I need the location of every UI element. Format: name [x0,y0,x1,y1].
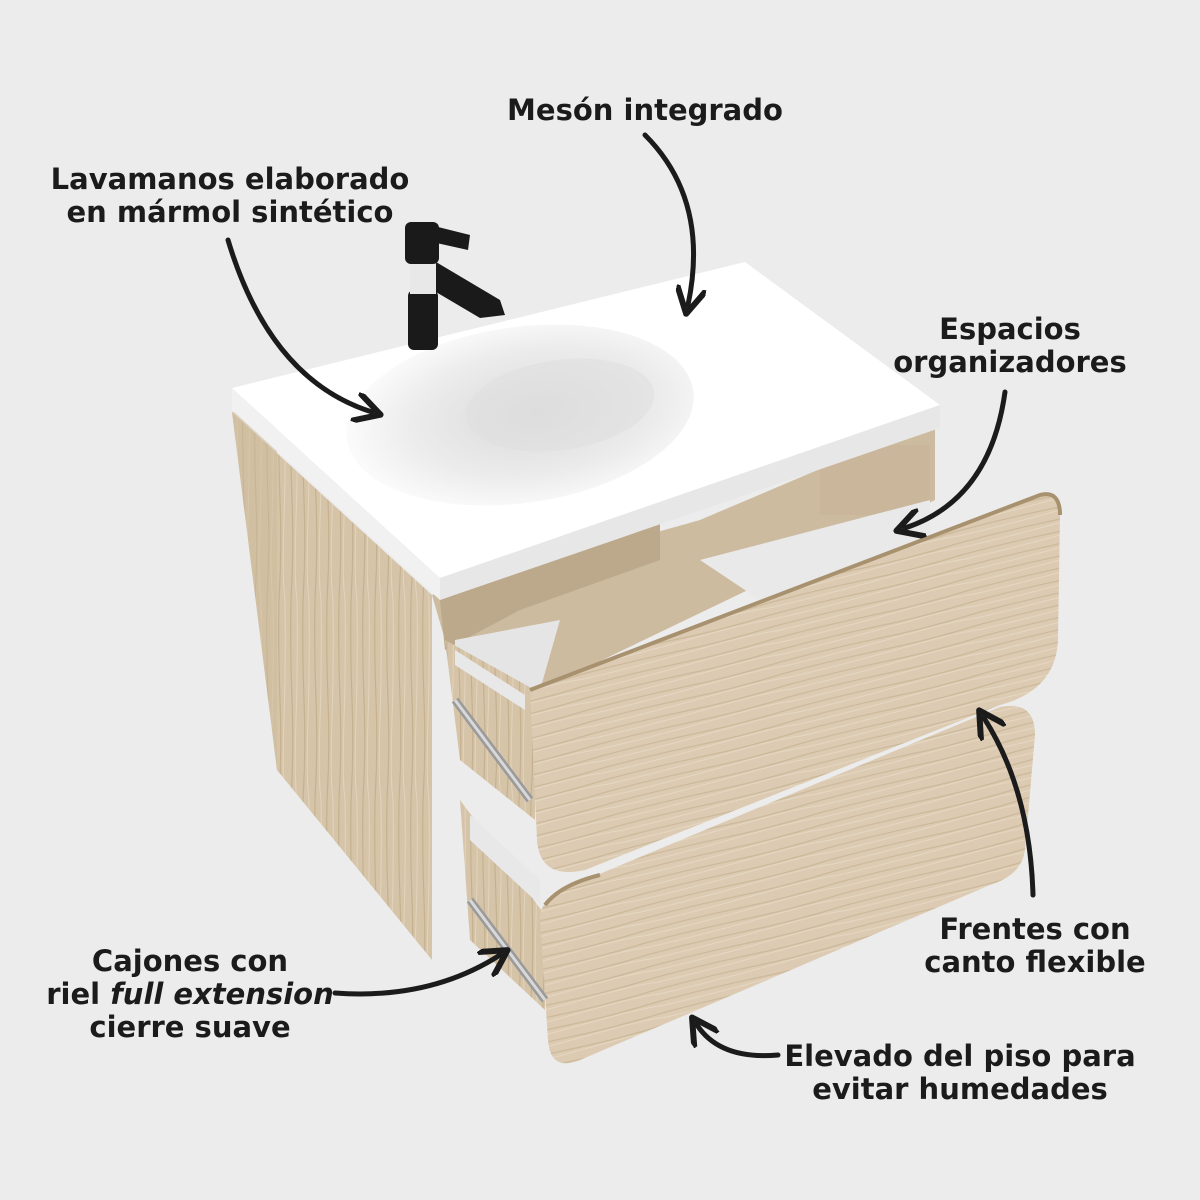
label-frentes-canto-flexible: Frentes con canto flexible [924,912,1146,979]
label-meson-integrado: Mesón integrado [507,93,783,127]
arrow-icon [225,132,1036,1059]
arrow-frentes [984,718,1036,898]
cajones-line-2: riel full extension [40,978,340,1011]
label-lavamanos: Lavamanos elaborado en mármol sintético [50,162,410,229]
arrow-espacios [905,389,1008,528]
label-espacios-organizadores: Espacios organizadores [893,312,1127,379]
cabinet-side-panel [232,412,432,960]
arrow-elevado [697,1025,781,1059]
faucet-icon [405,222,505,350]
countertop [232,262,940,600]
label-elevado-del-piso: Elevado del piso para evitar humedades [784,1039,1136,1106]
cajones-line-2-prefix: riel [46,977,111,1011]
arrow-lavamanos [225,237,372,412]
label-cajones-full-extension: Cajones con riel full extension cierre s… [40,945,340,1044]
arrow-meson [642,132,694,305]
arrow-cajones [332,955,500,997]
cajones-line-2-emphasis: full extension [110,977,334,1011]
cabinet-interior [432,420,935,700]
lower-drawer [460,705,1035,1064]
